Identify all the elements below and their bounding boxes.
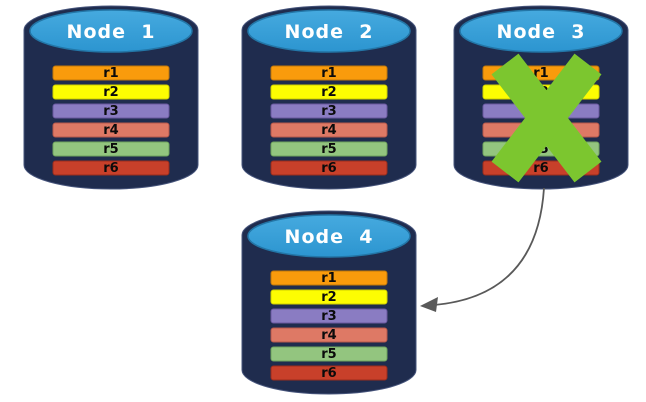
node-4-row-r5 (270, 346, 388, 362)
node-2-row-r4-label: r4 (321, 123, 336, 138)
node-4: Node 4 r1 r2 r3 r4 r5 r6 (241, 210, 417, 395)
node-3-row-r6-label: r6 (533, 161, 548, 176)
node-4-row-r6-label: r6 (321, 366, 336, 381)
node-2-row-r5-label: r5 (321, 142, 336, 157)
node-3-row-r1-label: r1 (533, 66, 548, 81)
node-4-row-r3 (270, 308, 388, 324)
node-2-row-r3-label: r3 (321, 104, 336, 119)
arrow-curve (433, 187, 545, 306)
node-2-row-r1 (270, 65, 388, 81)
failure-x-icon (491, 53, 602, 183)
node-2-row-r5 (270, 141, 388, 157)
node-2-row-r6-label: r6 (321, 161, 336, 176)
node-1-row-r3 (52, 103, 170, 119)
node-1-row-r4 (52, 122, 170, 138)
node-1-row-r2 (52, 84, 170, 100)
node-1-row-r1 (52, 65, 170, 81)
node-4-cylinder-top (247, 214, 411, 258)
node-4-title: Node 4 (285, 226, 374, 248)
node-2-cylinder-top (247, 9, 411, 53)
node-2-row-r6 (270, 160, 388, 176)
node-1-row-r2-label: r2 (103, 85, 118, 100)
node-1-row-r5 (52, 141, 170, 157)
node-4-row-r4 (270, 327, 388, 343)
node-4-row-r2 (270, 289, 388, 305)
node-4-row-r1-label: r1 (321, 271, 336, 286)
node-4-row-r4-label: r4 (321, 328, 336, 343)
node-4-row-r2-label: r2 (321, 290, 336, 305)
node-1-row-r6 (52, 160, 170, 176)
node-2-row-r2-label: r2 (321, 85, 336, 100)
node-4-row-r6 (270, 365, 388, 381)
node-1-row-r5-label: r5 (103, 142, 118, 157)
node-1-row-r3-label: r3 (103, 104, 118, 119)
node-2-title: Node 2 (285, 21, 374, 43)
node-4-row-r3-label: r3 (321, 309, 336, 324)
node-3-cylinder-top (459, 9, 623, 53)
x-stroke-2 (491, 53, 602, 183)
node-2-row-r1-label: r1 (321, 66, 336, 81)
node-1-cylinder-top (29, 9, 193, 53)
node-2-row-r4 (270, 122, 388, 138)
node-4-row-r1 (270, 270, 388, 286)
node-1-title: Node 1 (67, 21, 156, 43)
node-2: Node 2 r1 r2 r3 r4 r5 r6 (241, 5, 417, 190)
node-4-row-r5-label: r5 (321, 347, 336, 362)
node-1-row-r1-label: r1 (103, 66, 118, 81)
node-1-row-r6-label: r6 (103, 161, 118, 176)
arrow-head-icon (420, 297, 438, 312)
node-3-title: Node 3 (497, 21, 586, 43)
failover-arrow (420, 187, 545, 312)
node-2-row-r3 (270, 103, 388, 119)
node-3: Node 3 r1 r2 r3 r4 r5 r6 (453, 5, 629, 190)
node-2-row-r2 (270, 84, 388, 100)
node-1: Node 1 r1 r2 r3 r4 r5 r6 (23, 5, 199, 190)
node-1-row-r4-label: r4 (103, 123, 118, 138)
